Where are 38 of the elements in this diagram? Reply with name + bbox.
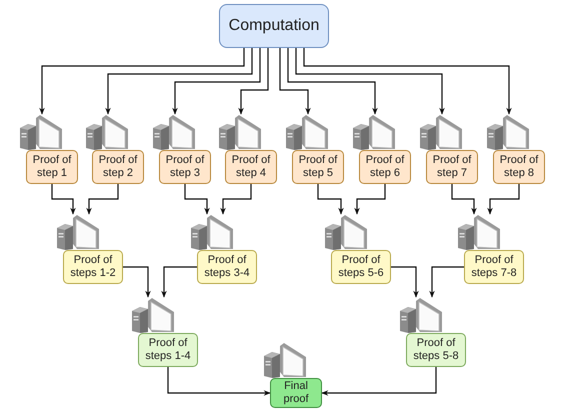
proof-box: Proof of step 7	[426, 150, 478, 184]
arrow	[429, 266, 464, 298]
proof-box: Proof of step 3	[159, 150, 211, 184]
arrow	[184, 184, 210, 215]
proof-box: Proof of steps 7-8	[464, 250, 524, 284]
arrow	[220, 184, 252, 215]
arrow	[172, 48, 261, 115]
proof-box: Proof of step 6	[359, 150, 411, 184]
proof-box: Proof of steps 1-2	[63, 250, 123, 284]
arrow	[105, 48, 253, 115]
arrow	[354, 184, 386, 215]
arrow	[317, 184, 344, 215]
proof-box: Proof of steps 3-4	[197, 250, 257, 284]
arrow	[321, 367, 437, 396]
final-proof-box: Final proof	[270, 378, 322, 408]
arrow	[167, 367, 271, 396]
arrow	[238, 48, 269, 115]
arrow	[487, 184, 520, 215]
arrow	[295, 48, 445, 115]
arrow	[303, 48, 512, 115]
arrow	[279, 48, 311, 115]
proof-box: Proof of steps 1-4	[138, 333, 198, 367]
arrow	[391, 266, 419, 298]
computation-box: Computation	[219, 4, 329, 48]
arrow	[451, 184, 477, 215]
arrow	[86, 184, 119, 215]
arrow	[161, 266, 197, 298]
proof-box: Proof of step 4	[225, 150, 277, 184]
proof-box: Proof of steps 5-8	[406, 333, 466, 367]
arrow	[51, 184, 76, 215]
proof-box: Proof of step 2	[92, 150, 144, 184]
arrow	[287, 48, 378, 115]
arrow	[39, 48, 245, 115]
proof-box: Proof of steps 5-6	[331, 250, 391, 284]
proof-box: Proof of step 8	[493, 150, 545, 184]
proof-box: Proof of step 1	[26, 150, 78, 184]
proof-box: Proof of step 5	[292, 150, 344, 184]
arrow	[123, 266, 151, 298]
